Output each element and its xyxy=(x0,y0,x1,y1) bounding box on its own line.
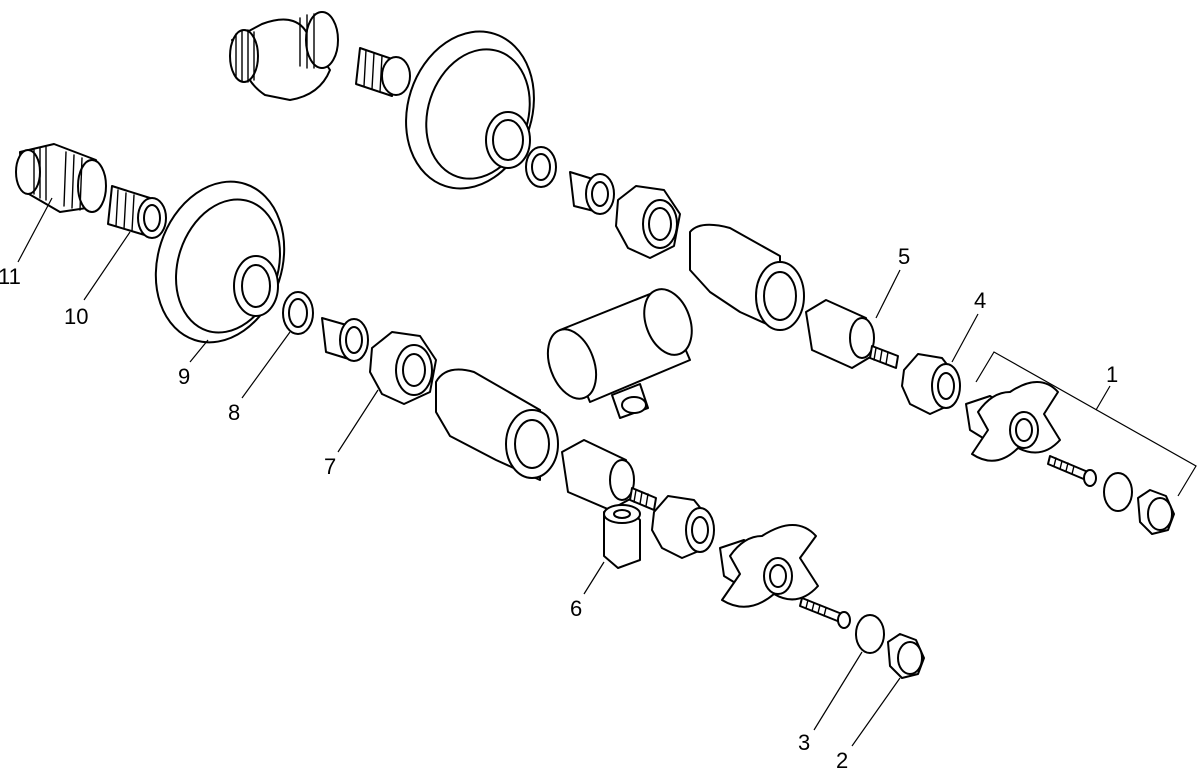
valve-body xyxy=(435,223,805,481)
upper-cross-handle xyxy=(965,381,1061,462)
callout-10: 10 xyxy=(64,304,88,329)
upper-handle-screw xyxy=(1047,455,1097,487)
callout-1: 1 xyxy=(1106,362,1118,387)
lower-handle-screw xyxy=(799,597,851,629)
callout-8: 8 xyxy=(228,400,240,425)
leader-7 xyxy=(337,389,379,453)
leader-11 xyxy=(17,197,53,263)
lower-cross-handle xyxy=(719,524,819,608)
leader-1-bracket xyxy=(975,351,1197,497)
leader-8 xyxy=(241,331,291,399)
lower-cartridge xyxy=(561,439,657,511)
part-2-handle-cap xyxy=(887,633,925,679)
lower-adapter xyxy=(321,317,369,362)
leader-lines xyxy=(17,197,1197,747)
callout-6: 6 xyxy=(570,596,582,621)
leader-3 xyxy=(813,651,863,731)
upper-threaded-connector xyxy=(229,11,339,101)
part-4-bonnet-nut xyxy=(901,353,961,415)
leader-9 xyxy=(189,339,209,363)
leader-10 xyxy=(83,231,131,301)
callout-9: 9 xyxy=(178,364,190,389)
callout-5: 5 xyxy=(898,244,910,269)
callout-7: 7 xyxy=(324,454,336,479)
callout-11: 11 xyxy=(0,264,21,289)
part-3-indicator-disc xyxy=(855,614,885,654)
upper-washer xyxy=(525,146,557,188)
leader-5 xyxy=(875,269,901,319)
upper-handle-cap xyxy=(1137,489,1175,535)
leader-1 xyxy=(1095,385,1111,411)
upper-escutcheon xyxy=(405,30,535,190)
upper-indicator-disc xyxy=(1103,472,1133,512)
leader-6 xyxy=(583,561,605,595)
callout-3: 3 xyxy=(798,730,810,755)
callout-2: 2 xyxy=(836,748,848,771)
part-11-threaded-connector xyxy=(15,143,107,213)
part-8-washer xyxy=(282,291,314,335)
leader-2 xyxy=(851,677,901,747)
callout-4: 4 xyxy=(974,288,986,313)
part-6-sleeve xyxy=(603,504,641,569)
part-5-cartridge xyxy=(805,299,899,369)
upper-hex-nut xyxy=(615,185,681,259)
upper-adapter xyxy=(569,171,615,215)
part-10-filter xyxy=(107,185,167,239)
part-7-hex-nut xyxy=(369,331,437,405)
upper-filter xyxy=(355,47,411,97)
part-9-escutcheon xyxy=(154,180,286,344)
leader-4 xyxy=(951,313,979,363)
lower-bonnet-nut xyxy=(651,495,715,559)
callout-labels: 1 2 3 4 5 6 7 8 9 10 11 xyxy=(0,244,1118,771)
